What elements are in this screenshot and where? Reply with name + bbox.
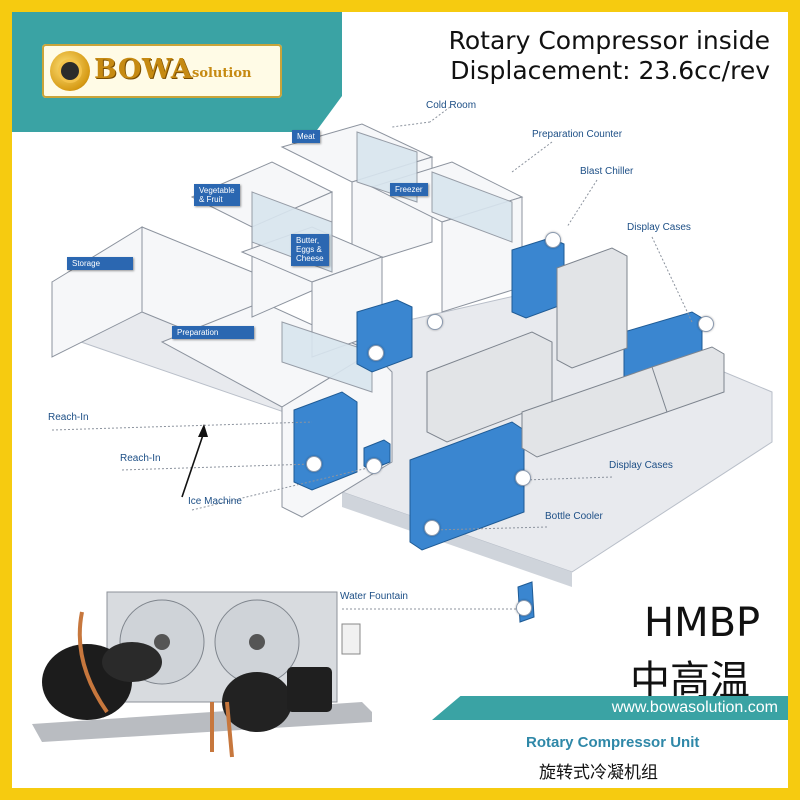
- callout-dot: [515, 470, 531, 486]
- room-label-butter: Butter, Eggs & Cheese: [291, 234, 329, 266]
- compressor-unit-illustration: [32, 591, 372, 758]
- room-label-vegetable: Vegetable & Fruit: [194, 184, 240, 207]
- callout-ice-machine: Ice Machine: [188, 496, 242, 507]
- callout-reach-in-1: Reach-In: [48, 412, 89, 423]
- room-label-meat: Meat: [292, 130, 320, 144]
- callout-display-cases-top: Display Cases: [627, 222, 691, 233]
- callout-water-fountain: Water Fountain: [340, 591, 408, 602]
- callout-dot: [368, 345, 384, 361]
- floor-plan-illustration: [32, 106, 773, 758]
- logo: BOWA solution: [42, 44, 282, 98]
- white-panel: BOWA solution Rotary Compressor inside D…: [12, 12, 788, 788]
- website-url: www.bowasolution.com: [611, 699, 778, 716]
- room-label-preparation: Preparation: [172, 326, 254, 340]
- headline-line1: Rotary Compressor inside: [448, 26, 770, 55]
- callout-dot: [516, 600, 532, 616]
- unit-title-cn: 旋转式冷凝机组: [539, 763, 658, 783]
- unit-title-en: Rotary Compressor Unit: [526, 734, 700, 751]
- callout-dot: [424, 520, 440, 536]
- room-label-freezer: Freezer: [390, 183, 428, 197]
- callout-dot: [306, 456, 322, 472]
- callout-display-cases-mid: Display Cases: [609, 460, 673, 471]
- logo-suffix: solution: [192, 66, 252, 81]
- callout-dot: [427, 314, 443, 330]
- callout-cold-room: Cold Room: [426, 100, 477, 111]
- callout-bottle-cooler: Bottle Cooler: [545, 511, 603, 522]
- callout-reach-in-2: Reach-In: [120, 453, 161, 464]
- website-banner: www.bowasolution.com: [432, 696, 788, 720]
- callout-dot: [698, 316, 714, 332]
- headline-line2: Displacement: 23.6cc/rev: [450, 56, 770, 85]
- model-code: HMBP: [644, 600, 761, 646]
- logo-emblem-icon: [50, 51, 90, 91]
- room-label-storage: Storage: [67, 257, 133, 271]
- callout-dot: [545, 232, 561, 248]
- callout-prep-counter: Preparation Counter: [532, 129, 623, 140]
- callout-dot: [366, 458, 382, 474]
- logo-brand: BOWA: [94, 54, 193, 85]
- callout-blast-chiller: Blast Chiller: [580, 166, 634, 177]
